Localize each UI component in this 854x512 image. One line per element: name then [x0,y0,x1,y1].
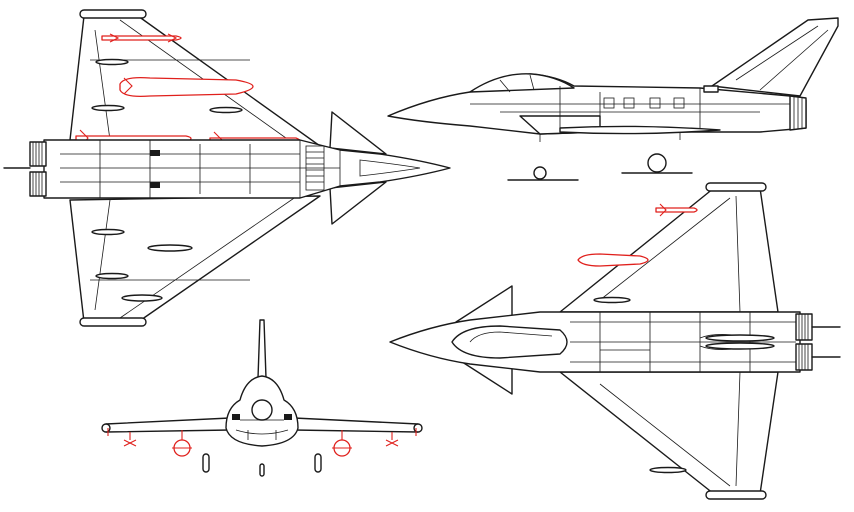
front-view [101,319,423,477]
top-view-pylons [91,58,243,302]
side-view-spine [703,85,719,93]
bottom-view-nozzles [795,313,841,371]
bottom-view-lower-wing [559,371,779,495]
bottom-view-canopy [451,325,568,359]
side-view-belly-tank [559,125,721,135]
bottom-view-lower-wingtip-pod [705,490,767,500]
side-view-panels [603,97,685,109]
top-view-lower-wing [69,195,321,323]
top-view-panel-lines [60,140,341,198]
top-view-cockpit [359,159,421,177]
top-view-fuselage [43,139,451,199]
top-view-lower-wingtip-pod [79,317,147,327]
top-view-lower-canard [329,181,387,225]
front-view-gear [202,453,322,477]
bottom-view-upper-wing [559,187,779,313]
top-view-upper-canard [329,111,387,155]
bottom-view-upper-wingtip-pod [705,182,767,192]
front-view-stores [107,428,417,457]
side-view-gear [507,153,693,181]
bottom-view-wing-detail [599,195,741,487]
top-view-upper-wingtip-pod [79,9,147,19]
top-view-nozzles [29,141,47,197]
top-view-vents [305,145,325,191]
side-view-nozzle [789,95,807,131]
side-view-fin [711,17,839,97]
front-view-nose [251,399,273,421]
bottom-view-stores [577,203,698,267]
top-view [3,9,451,327]
bottom-view [389,182,841,500]
top-view-intake-mark [150,150,160,156]
front-view-fin [257,319,267,379]
side-view-canopy [469,73,575,93]
side-view [387,17,839,181]
bottom-view-panel-lines [570,312,796,372]
bottom-view-belly-tanks [705,334,775,350]
